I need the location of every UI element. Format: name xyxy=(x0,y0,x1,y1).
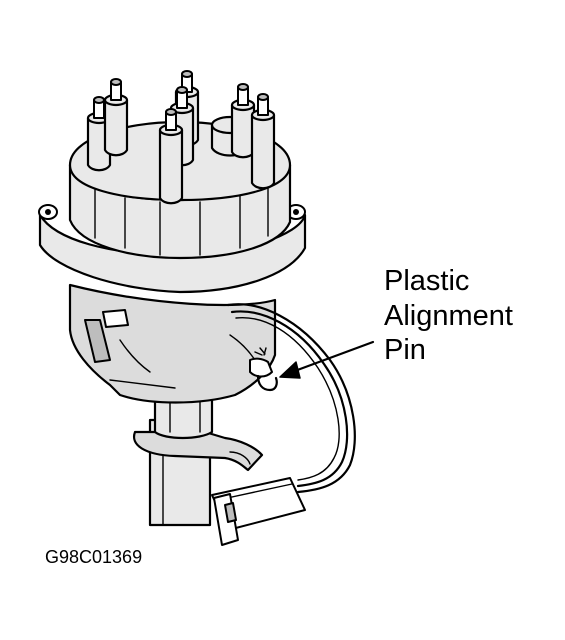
plastic-alignment-pin xyxy=(249,347,278,392)
spark-plug-tower-2 xyxy=(103,78,129,157)
electrical-connector xyxy=(211,477,306,546)
callout-label-line-1: Plastic xyxy=(384,265,469,297)
callout-label-line-3: Pin xyxy=(384,334,426,366)
spark-plug-tower-6 xyxy=(230,83,256,159)
hold-down-clamp xyxy=(132,430,264,472)
wiring-harness xyxy=(226,303,356,494)
callout-arrow xyxy=(279,340,375,379)
callout-label-line-2: Alignment xyxy=(384,300,513,332)
spark-plug-tower-5 xyxy=(158,108,184,205)
distributor-housing xyxy=(68,283,277,404)
figure-code: G98C01369 xyxy=(45,547,142,567)
spark-plug-tower-7 xyxy=(250,93,276,190)
